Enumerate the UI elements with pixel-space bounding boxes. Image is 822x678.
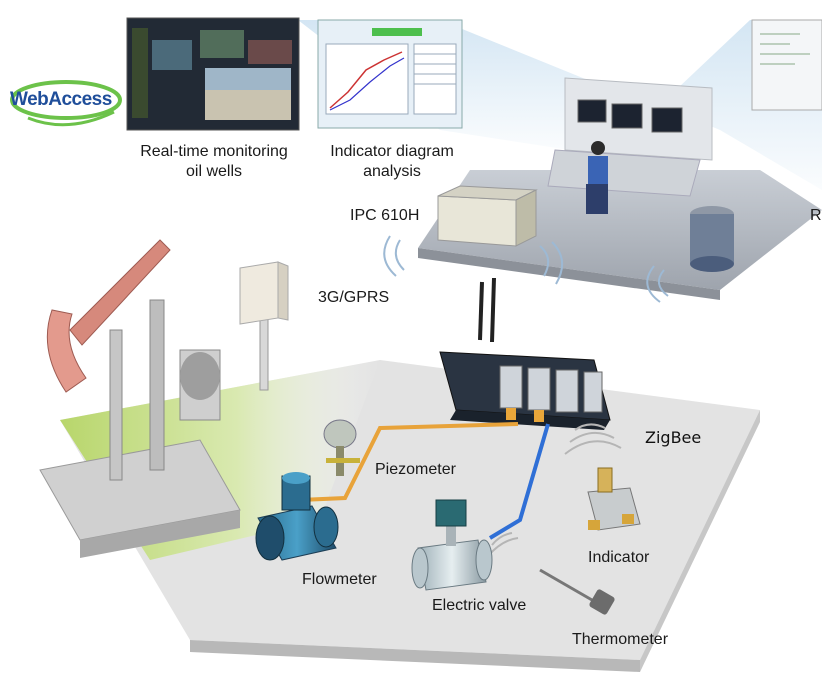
webaccess-logo-text: WebAccess xyxy=(10,89,112,110)
indicator-diagram-label: Indicator diagram analysis xyxy=(330,143,454,180)
webaccess-logo xyxy=(10,80,122,127)
junction-box xyxy=(239,261,289,391)
zigbee-label: ZigBee xyxy=(645,428,702,447)
control-room xyxy=(418,77,822,300)
monitoring-screenshot xyxy=(126,17,300,131)
cut-label-r: R xyxy=(810,207,822,224)
electric-valve xyxy=(411,499,493,591)
right-screenshot-partial xyxy=(751,19,822,111)
indicator-label: Indicator xyxy=(588,549,650,566)
flowmeter xyxy=(255,472,339,561)
pump-jack xyxy=(39,239,241,558)
wireless-waves-ipc xyxy=(383,235,669,303)
piezometer xyxy=(323,419,360,476)
thermometer xyxy=(539,568,615,615)
ipc-label: IPC 610H xyxy=(350,207,420,224)
blue-cable xyxy=(488,423,550,540)
electric-valve-label: Electric valve xyxy=(432,597,527,614)
indicator-device xyxy=(587,467,641,531)
monitoring-label: Real-time monitoring oil wells xyxy=(140,143,288,180)
flowmeter-label: Flowmeter xyxy=(302,571,377,588)
network-label: 3G/GPRS xyxy=(318,289,390,306)
indicator-screenshot xyxy=(317,19,463,129)
rtu-controller xyxy=(439,277,611,430)
orange-cable xyxy=(299,422,519,502)
thermometer-label: Thermometer xyxy=(572,631,669,648)
piezometer-label: Piezometer xyxy=(375,461,456,478)
